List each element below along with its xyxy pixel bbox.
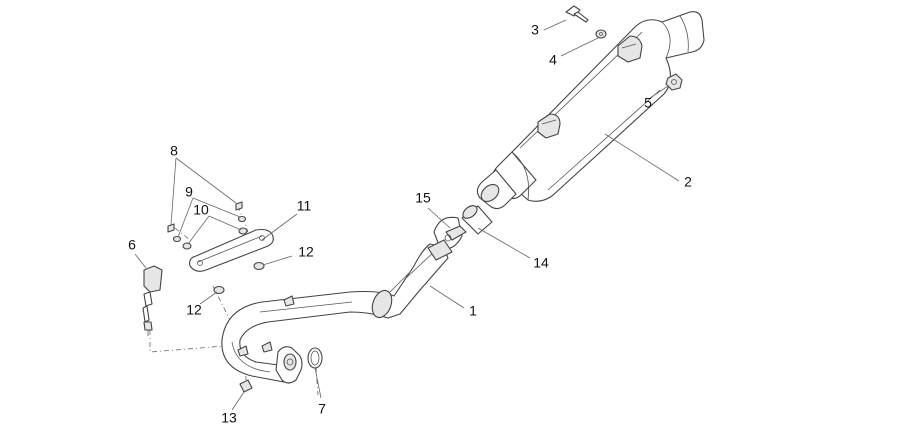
callout-13: 13 xyxy=(221,410,237,425)
callout-7: 7 xyxy=(318,401,326,417)
small-washer[interactable] xyxy=(172,215,248,250)
callout-8: 8 xyxy=(170,143,178,159)
callout-5: 5 xyxy=(644,95,652,111)
silencer[interactable] xyxy=(476,11,705,210)
bolt[interactable] xyxy=(565,5,589,23)
callout-10: 10 xyxy=(193,202,209,218)
callout-1: 1 xyxy=(469,303,477,319)
callout-12-left: 12 xyxy=(186,302,202,318)
coupling-sleeve[interactable] xyxy=(461,203,493,235)
gasket-ring[interactable] xyxy=(307,347,323,369)
grommet[interactable] xyxy=(213,261,265,295)
callout-9: 9 xyxy=(185,184,193,200)
callout-15: 15 xyxy=(415,190,431,206)
lambda-sensor[interactable] xyxy=(142,265,163,336)
callout-3: 3 xyxy=(531,22,539,38)
header-pipe[interactable] xyxy=(221,239,453,384)
leader-lines xyxy=(134,19,680,411)
spacer[interactable] xyxy=(239,379,253,393)
callout-2: 2 xyxy=(684,174,692,190)
callout-12-right: 12 xyxy=(298,244,314,260)
callout-labels: 1 2 3 4 5 6 7 8 9 10 11 12 12 13 14 15 xyxy=(128,22,692,425)
heat-shield-bracket[interactable] xyxy=(189,228,274,272)
callout-11: 11 xyxy=(297,198,312,214)
washer[interactable] xyxy=(595,29,607,39)
callout-14: 14 xyxy=(533,255,549,271)
callout-4: 4 xyxy=(549,52,557,68)
callout-6: 6 xyxy=(128,237,136,253)
nut[interactable] xyxy=(665,73,683,91)
screw[interactable] xyxy=(167,201,243,233)
